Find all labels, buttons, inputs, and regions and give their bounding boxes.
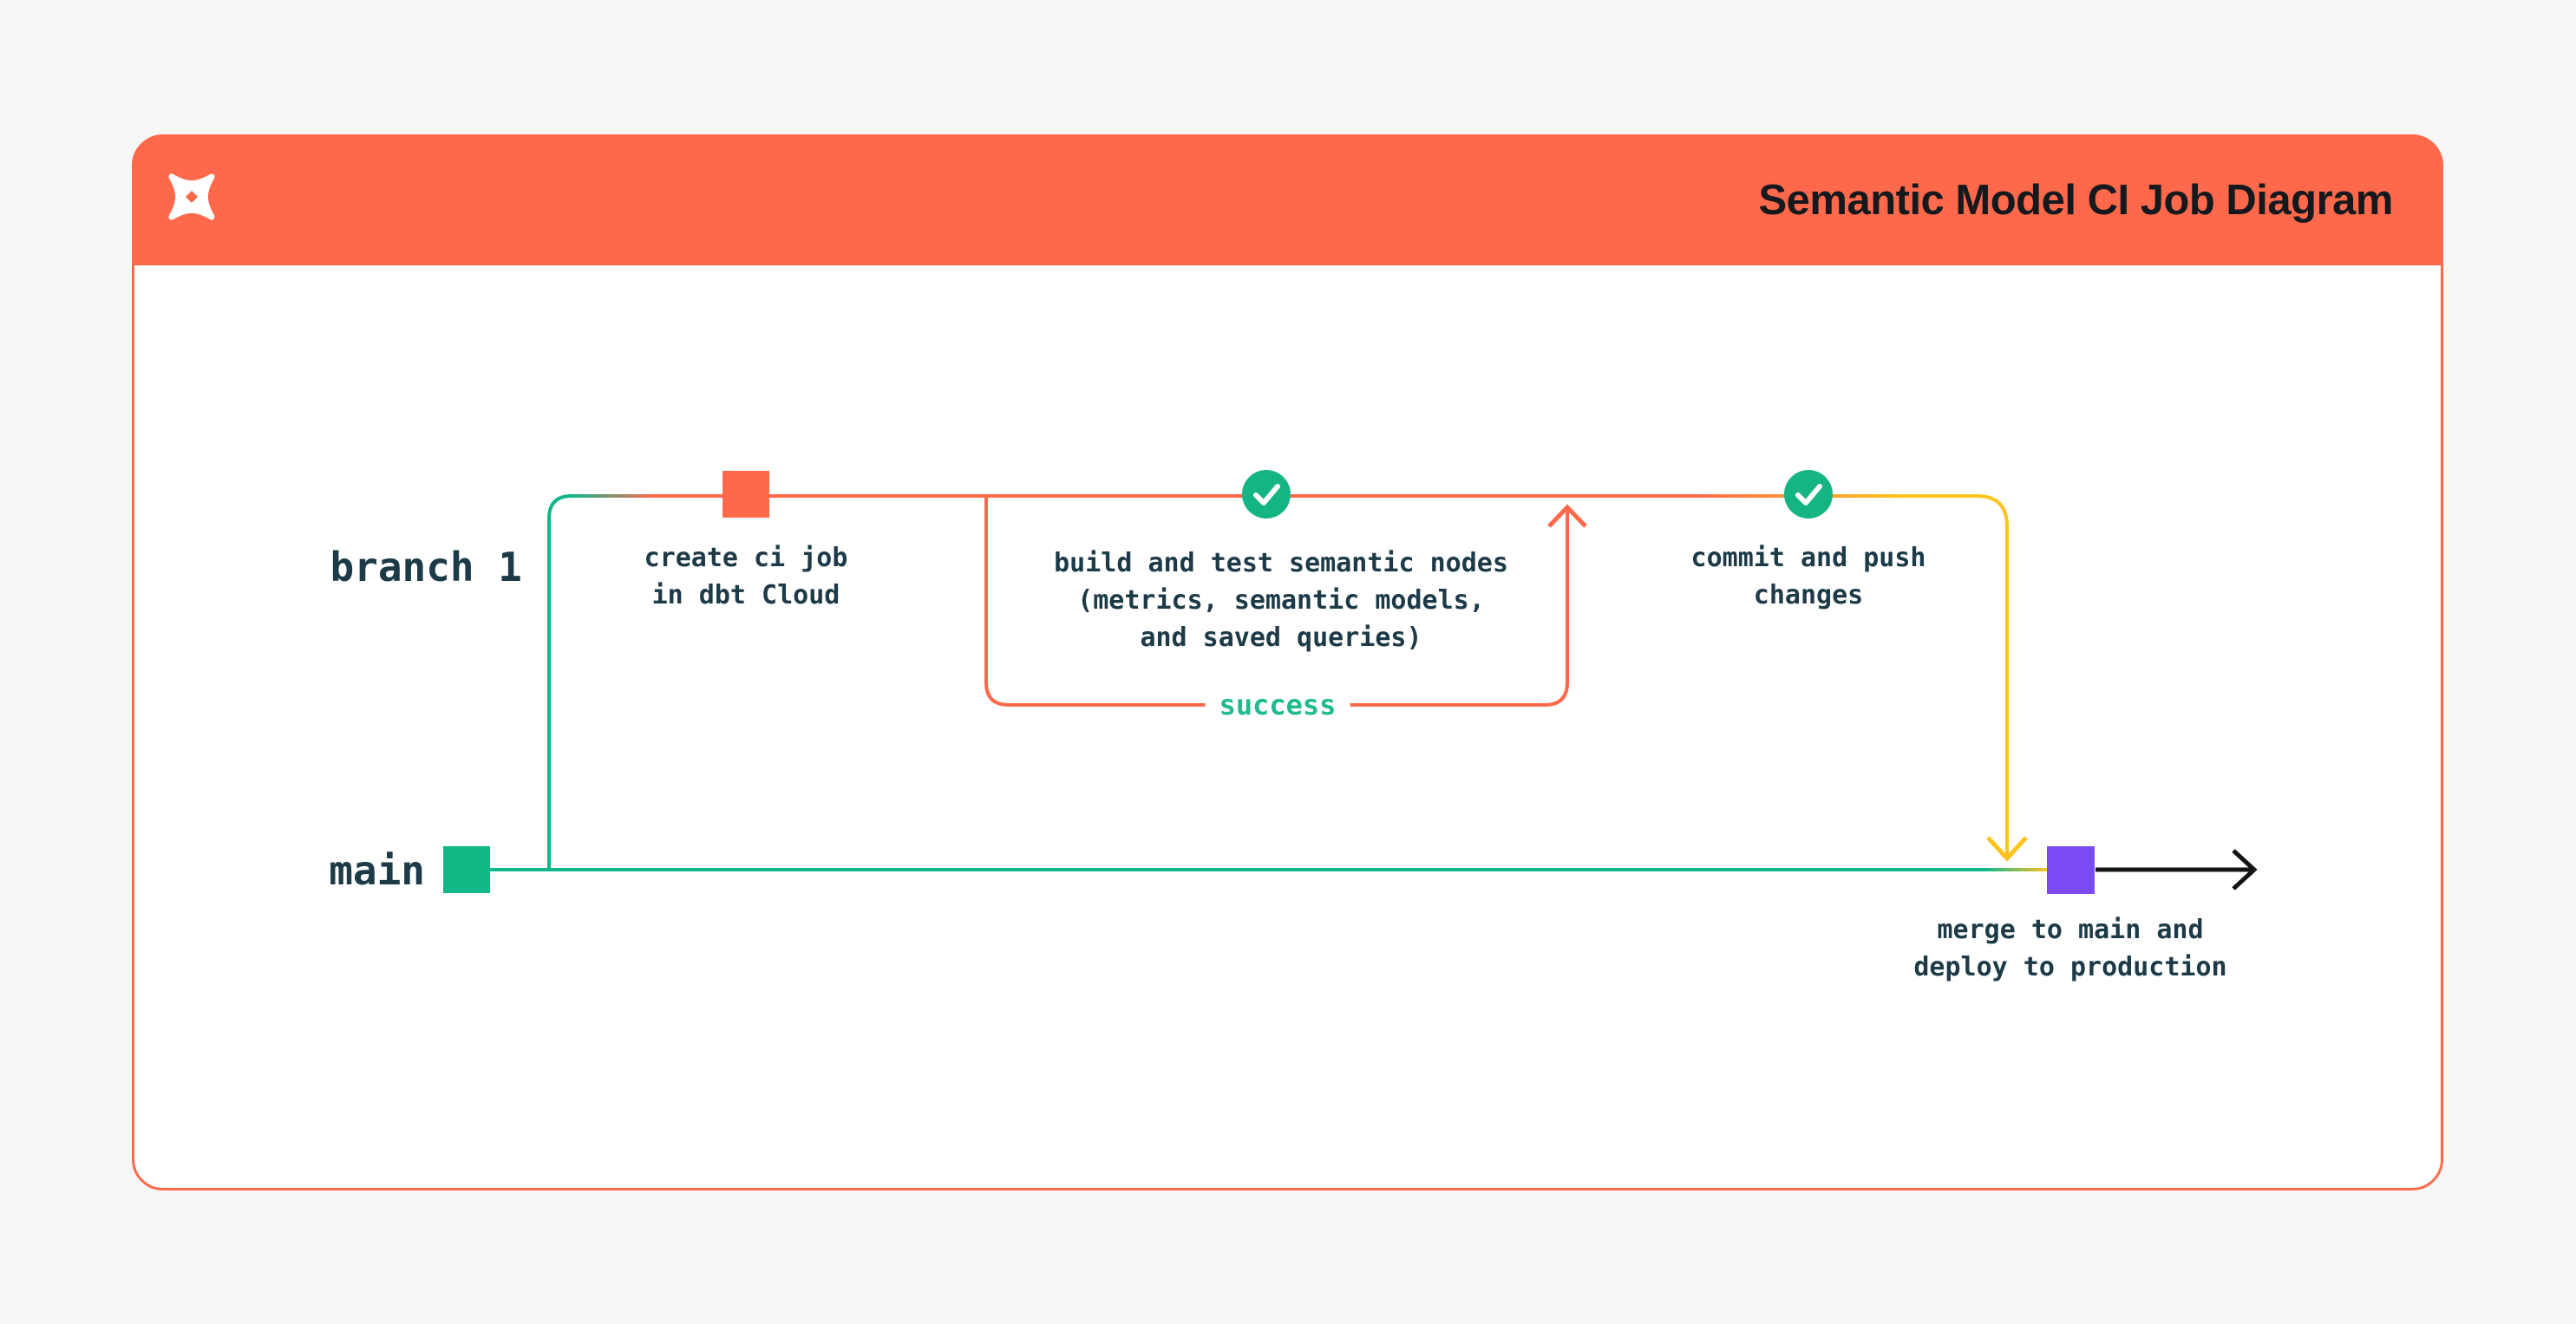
create-ci-job-commit-marker (722, 471, 769, 518)
header-bar: Semantic Model CI Job Diagram (132, 134, 2443, 265)
diagram-card (132, 134, 2443, 1190)
main-commit-marker (443, 846, 490, 893)
success-arrow-up-icon (1547, 504, 1587, 528)
build-test-label: build and test semantic nodes (metrics, … (1054, 548, 1508, 653)
check-icon (1253, 484, 1280, 505)
main-track-label: main (329, 847, 425, 894)
merge-deploy-label: merge to main and deploy to production (1913, 915, 2227, 982)
merge-arrow-down-icon (1986, 836, 2028, 862)
build-test-check-icon (1242, 470, 1291, 519)
merge-commit-marker (2047, 846, 2095, 894)
branch-track-label: branch 1 (330, 544, 522, 590)
success-edge-label: success (1205, 687, 1350, 723)
deploy-arrow-right-icon (2232, 849, 2258, 890)
page-title: Semantic Model CI Job Diagram (1758, 176, 2393, 224)
dbt-logo-icon (168, 173, 215, 220)
check-icon (1795, 484, 1822, 505)
commit-push-label: commit and push changes (1690, 543, 1926, 610)
commit-push-check-icon (1784, 470, 1833, 519)
create-ci-job-label: create ci job in dbt Cloud (644, 543, 848, 610)
